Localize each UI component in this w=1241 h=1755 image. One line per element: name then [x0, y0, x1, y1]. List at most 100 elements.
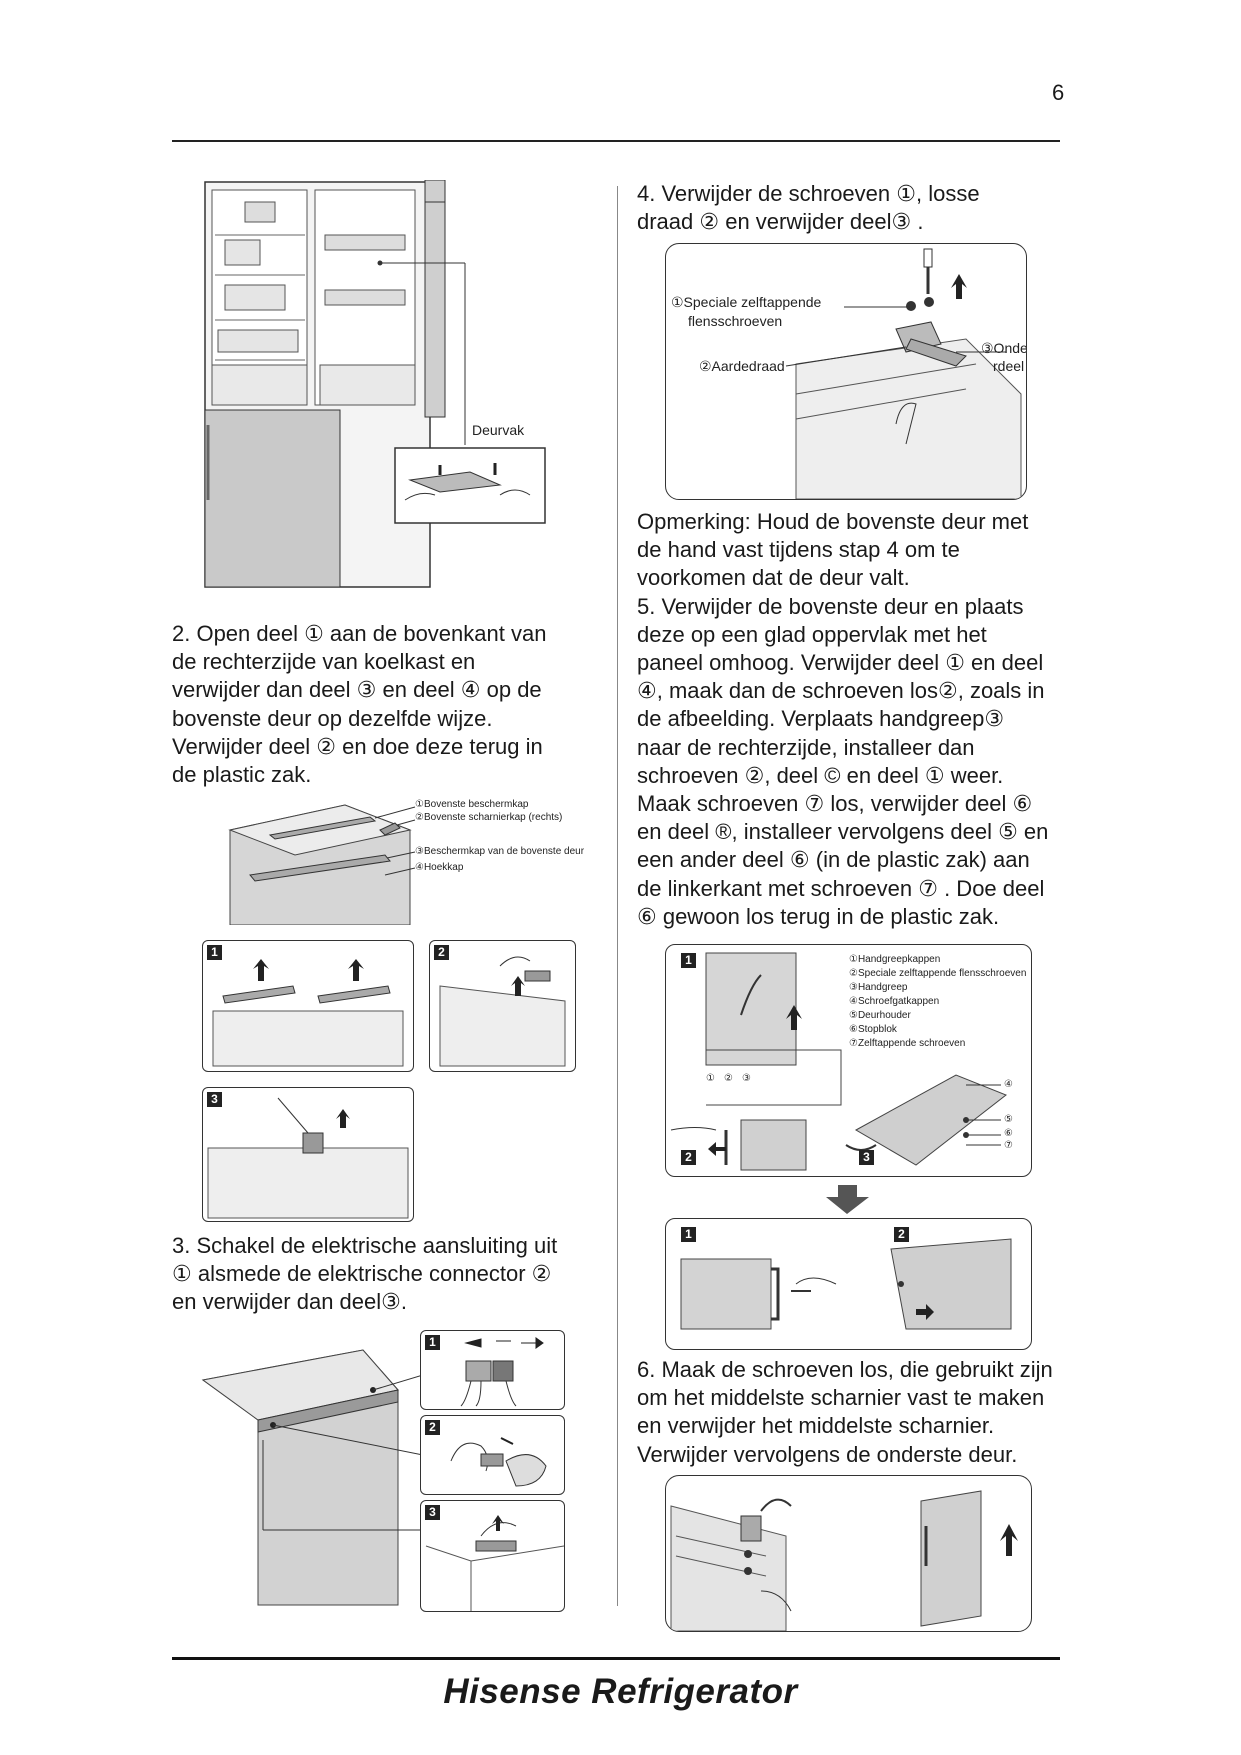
step2-line: Verwijder deel ② en doe deze terug in [172, 733, 543, 759]
handle-move-figure: 1 2 [665, 1218, 1032, 1350]
hinge-screws-drawing [785, 248, 1022, 499]
step5-line: een ander deel ⑥ (in de plastic zak) aan [637, 847, 1030, 873]
door-parts-label: ⑤Deurhouder [849, 1010, 911, 1021]
top-covers-label: ②Bovenste scharnierkap (rechts) [415, 812, 563, 823]
step5-line: en deel ®, installeer vervolgens deel ⑤ … [637, 819, 1049, 845]
step3-line: ① alsmede de elektrische connector ② [172, 1261, 552, 1287]
step6-line: en verwijder het middelste scharnier. [637, 1413, 995, 1439]
step5-line: voorkomen dat de deur valt. [637, 565, 910, 591]
panel-number: 2 [894, 1227, 909, 1242]
middle-hinge-drawing [670, 1490, 1018, 1631]
step5-line: de afbeelding. Verplaats handgreep③ [637, 706, 1005, 732]
step3-panel: 3 [420, 1500, 565, 1612]
down-arrow-icon [825, 1185, 870, 1215]
step4-text: 4. Verwijder de schroeven ①, losse draad… [637, 180, 1057, 236]
panel-number: 1 [681, 953, 696, 968]
step3-panel: 2 [420, 1415, 565, 1495]
brand-footer: Hisense Refrigerator [443, 1672, 798, 1711]
step6-line: om het middelste scharnier vast te maken [637, 1385, 1045, 1411]
door-parts-callout: ③ [742, 1073, 751, 1084]
step5-line: Maak schroeven ⑦ los, verwijder deel ⑥ [637, 791, 1033, 817]
panel-number: 3 [207, 1092, 222, 1107]
panel-number: 1 [425, 1335, 440, 1350]
panel-number: 2 [425, 1420, 440, 1435]
step2-line: verwijder dan deel ③ en deel ④ op de [172, 677, 542, 703]
panel-drawing [425, 1515, 564, 1611]
step6-line: 6. Maak de schroeven los, die gebruikt z… [637, 1357, 1053, 1382]
top-covers-label: ①Bovenste beschermkap [415, 799, 529, 810]
panel-drawing [212, 959, 404, 1067]
step4-line: 4. Verwijder de schroeven ①, losse [637, 181, 980, 206]
top-covers-illustration: ①Bovenste beschermkap ②Bovenste scharnie… [225, 795, 605, 925]
step5-line: naar de rechterzijde, installeer dan [637, 734, 975, 760]
step2-text: 2. Open deel ① aan de bovenkant van de r… [172, 620, 602, 789]
electrical-connection-illustration [198, 1330, 423, 1610]
panel-drawing [439, 956, 566, 1067]
footer-rule [172, 1657, 1060, 1660]
panel-number: 3 [859, 1150, 874, 1165]
step2-line: de plastic zak. [172, 762, 312, 788]
step2-line: de rechterzijde van koelkast en [172, 649, 476, 675]
step3-line: en verwijder dan deel③. [172, 1289, 407, 1315]
door-parts-label: ②Speciale zelftappende flensschroeven [849, 968, 1027, 979]
electrical-drawing [201, 1349, 423, 1606]
panel-number: 3 [425, 1505, 440, 1520]
door-parts-label: ⑥Stopblok [849, 1024, 897, 1035]
panel-drawing [207, 1097, 409, 1219]
fridge-open-drawing [204, 180, 546, 588]
handle-move-drawing [680, 1238, 1012, 1330]
hinge-label-screws: ①Speciale zelftappende [671, 294, 822, 310]
panel-drawing [450, 1437, 547, 1487]
top-covers-drawing [228, 804, 416, 925]
step5-line: ⑥ gewoon los terug in de plastic zak. [637, 903, 1000, 929]
panel-number: 1 [681, 1227, 696, 1242]
header-rule [172, 140, 1060, 142]
step3-text: 3. Schakel de elektrische aansluiting ui… [172, 1232, 602, 1317]
panel-number: 2 [434, 945, 449, 960]
step2-line: bovenste deur op dezelfde wijze. [172, 705, 493, 731]
step2-panel: 3 [202, 1087, 414, 1222]
middle-hinge-figure [665, 1475, 1032, 1632]
panel-number: 2 [681, 1150, 696, 1165]
step3-panel: 1 [420, 1330, 565, 1410]
top-covers-label: ④Hoekkap [415, 862, 464, 873]
door-parts-label: ①Handgreepkappen [849, 954, 941, 965]
hinge-label-part: ③Onde [981, 340, 1027, 356]
step3-line: 3. Schakel de elektrische aansluiting ui… [172, 1233, 558, 1258]
down-arrow-drawing [826, 1185, 869, 1214]
hinge-screws-figure: ①Speciale zelftappende flensschroeven ②A… [665, 243, 1027, 500]
step5-text: Opmerking: Houd de bovenste deur met de … [637, 508, 1067, 931]
panel-drawing [460, 1337, 544, 1407]
door-parts-callout: ⑦ [1004, 1140, 1013, 1151]
hinge-label-screws: flensschroeven [688, 313, 783, 329]
step6-line: Verwijder vervolgens de onderste deur. [637, 1441, 1018, 1467]
step4-line: draad ② en verwijder deel③ . [637, 209, 924, 235]
step5-line: paneel omhoog. Verwijder deel ① en deel [637, 650, 1044, 676]
door-parts-callout: ④ [1004, 1079, 1013, 1090]
door-parts-figure: 1 2 3 ①Handgreepkappen ②Speciale zelftap… [665, 944, 1032, 1177]
step5-line: deze op een glad oppervlak met het [637, 621, 987, 647]
step2-panel: 1 [202, 940, 414, 1072]
door-parts-label: ④Schroefgatkappen [849, 996, 940, 1007]
door-parts-callout: ② [724, 1073, 733, 1084]
step5-line: schroeven ②, deel © en deel ① weer. [637, 762, 1004, 788]
step2-panel: 2 [429, 940, 576, 1072]
step2-line: 2. Open deel ① aan de bovenkant van [172, 621, 547, 646]
door-parts-label: ⑦Zelftappende schroeven [849, 1038, 966, 1049]
hinge-label-ground: ②Aardedraad [699, 358, 785, 374]
door-parts-drawing [670, 952, 1007, 1171]
door-parts-callout: ⑥ [1004, 1128, 1013, 1139]
door-parts-callout: ① [706, 1073, 715, 1084]
fridge-open-illustration: Deurvak [200, 180, 550, 600]
page-number: 6 [1052, 80, 1065, 105]
step5-line: de linkerkant met schroeven ⑦ . Doe deel [637, 875, 1045, 901]
top-covers-label: ③Beschermkap van de bovenste deur [415, 846, 585, 857]
door-parts-label: ③Handgreep [849, 982, 908, 993]
step6-text: 6. Maak de schroeven los, die gebruikt z… [637, 1356, 1067, 1469]
step5-line: de hand vast tijdens stap 4 om te [637, 537, 960, 563]
door-parts-callout: ⑤ [1004, 1114, 1013, 1125]
panel-number: 1 [207, 945, 222, 960]
step5-line: 5. Verwijder de bovenste deur en plaats [637, 593, 1024, 619]
step5-line: ④, maak dan de schroeven los②, zoals in [637, 678, 1045, 704]
column-divider [617, 186, 618, 1606]
